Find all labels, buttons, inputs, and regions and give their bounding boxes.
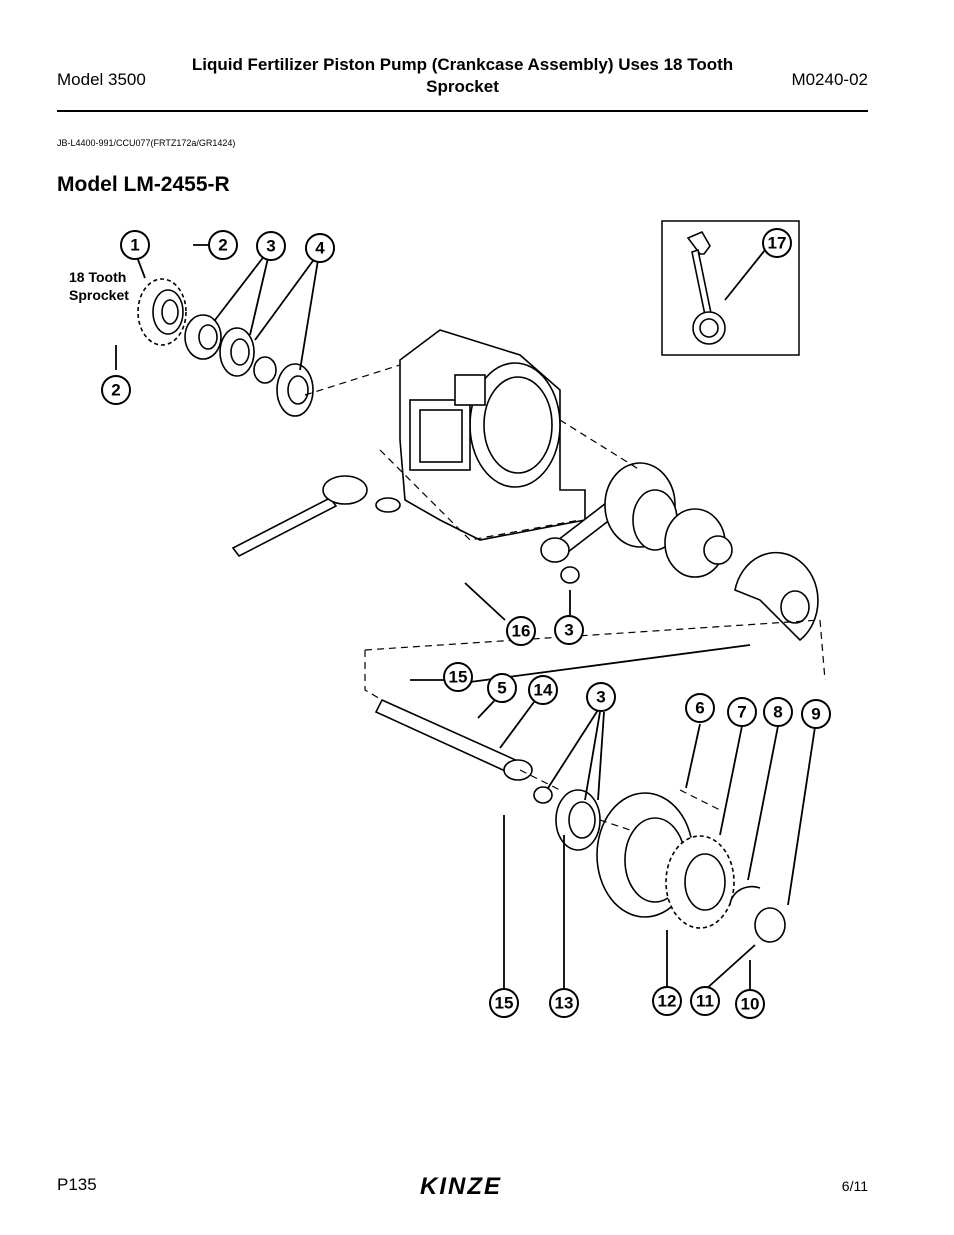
callout-10: 10	[735, 989, 765, 1019]
svg-text:3: 3	[266, 237, 275, 256]
lower-assembly-parts	[555, 789, 786, 943]
callout-2b: 2	[101, 375, 131, 405]
bearing-parts	[184, 314, 314, 417]
svg-text:12: 12	[658, 992, 677, 1011]
callout-9: 9	[801, 699, 831, 729]
callout-15a: 15	[443, 662, 473, 692]
callout-14: 14	[528, 675, 558, 705]
crank-assembly-parts	[540, 462, 819, 642]
header-doc-number: M0240-02	[791, 70, 868, 89]
callout-4: 4	[305, 233, 335, 263]
svg-text:15: 15	[449, 668, 468, 687]
callout-6: 6	[685, 693, 715, 723]
page-title: Liquid Fertilizer Piston Pump (Crankcase…	[191, 55, 734, 96]
sprocket-label: 18 Tooth Sprocket	[69, 269, 129, 303]
section-title: Model LM-2455-R	[57, 173, 230, 196]
connecting-rod-part	[686, 230, 726, 345]
svg-text:5: 5	[497, 679, 506, 698]
svg-text:1: 1	[130, 236, 139, 255]
crankcase-housing-part	[399, 329, 586, 541]
header-rule	[57, 110, 868, 112]
callout-12: 12	[652, 986, 682, 1016]
callout-11: 11	[690, 986, 720, 1016]
callout-3b: 3	[554, 615, 584, 645]
svg-text:2: 2	[218, 236, 227, 255]
header-model: Model 3500	[57, 70, 146, 89]
svg-text:3: 3	[564, 621, 573, 640]
svg-text:2: 2	[111, 381, 120, 400]
svg-text:8: 8	[773, 703, 782, 722]
callout-16: 16	[506, 616, 536, 646]
callout-5: 5	[487, 673, 517, 703]
svg-text:10: 10	[741, 995, 760, 1014]
svg-text:14: 14	[534, 681, 553, 700]
svg-text:13: 13	[555, 994, 574, 1013]
svg-text:KINZE: KINZE	[420, 1173, 502, 1200]
callout-13: 13	[549, 988, 579, 1018]
page-date: 6/11	[841, 1178, 868, 1194]
svg-text:4: 4	[315, 239, 325, 258]
reference-code: JB-L4400-991/CCU077(FRTZ172a/GR1424)	[57, 138, 236, 148]
svg-text:17: 17	[768, 234, 787, 253]
svg-text:6: 6	[695, 699, 704, 718]
callout-15b: 15	[489, 988, 519, 1018]
callout-8: 8	[763, 697, 793, 727]
sprocket-part	[137, 278, 187, 346]
svg-text:9: 9	[811, 705, 820, 724]
callout-1: 1	[120, 230, 150, 260]
svg-text:11: 11	[696, 992, 714, 1011]
svg-text:7: 7	[737, 703, 746, 722]
callout-7: 7	[727, 697, 757, 727]
callout-3c: 3	[586, 682, 616, 712]
leader-lines	[115, 244, 816, 991]
page-number: P135	[57, 1175, 97, 1194]
callout-3a: 3	[256, 231, 286, 261]
svg-text:3: 3	[596, 688, 605, 707]
svg-text:16: 16	[512, 622, 531, 641]
callout-2a: 2	[208, 230, 238, 260]
shaft-parts	[231, 475, 553, 804]
kinze-logo: KINZE	[420, 1173, 502, 1200]
svg-text:15: 15	[495, 994, 514, 1013]
callout-17: 17	[762, 228, 792, 258]
